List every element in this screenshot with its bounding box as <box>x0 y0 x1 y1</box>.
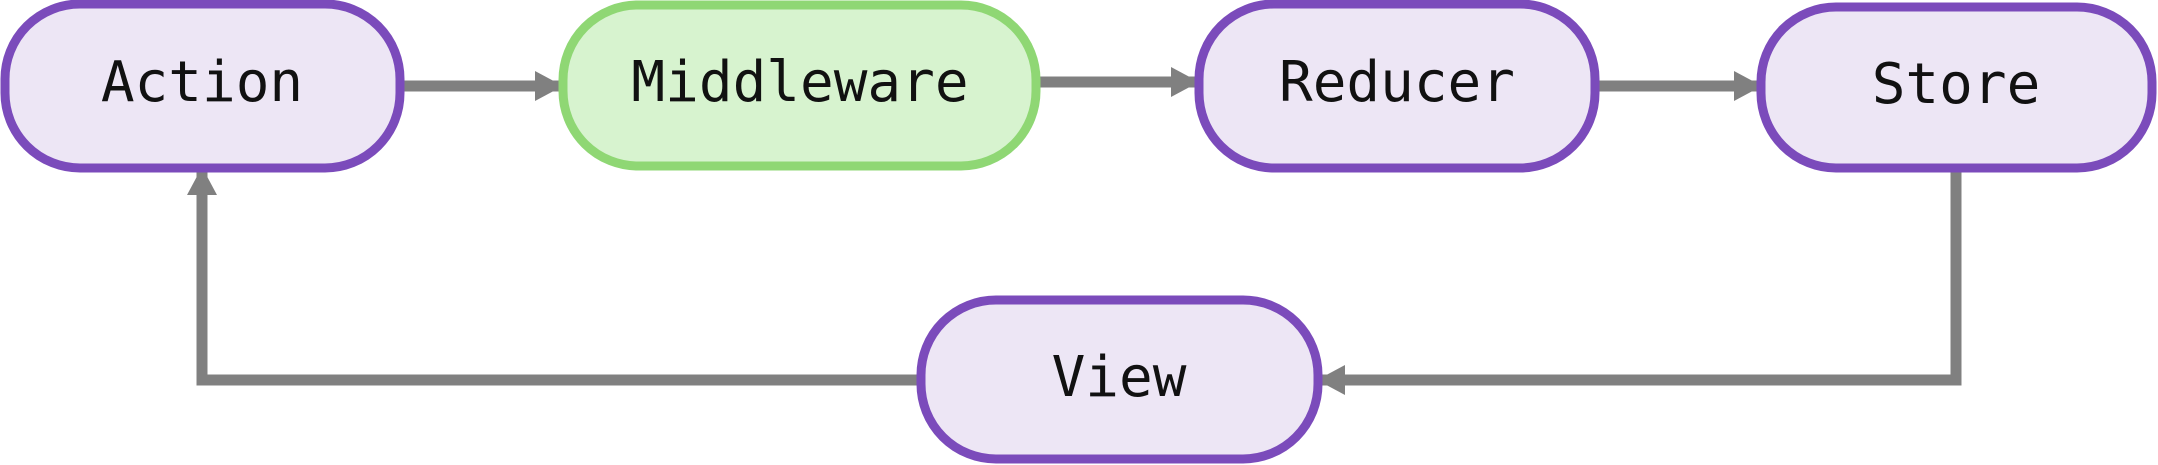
node-view-label: View <box>1052 345 1187 410</box>
node-view-box <box>916 295 1323 464</box>
node-reducer-box <box>1194 0 1600 173</box>
node-action-box <box>0 0 405 173</box>
node-view: View <box>916 295 1323 464</box>
edge-view-to-action <box>187 167 921 386</box>
node-action-label: Action <box>101 50 303 115</box>
edge-store-to-view <box>1317 168 1962 395</box>
node-reducer: Reducer <box>1194 0 1600 173</box>
node-reducer-label: Reducer <box>1279 50 1515 115</box>
node-middleware: Middleware <box>558 0 1041 171</box>
node-store: Store <box>1756 2 2157 173</box>
node-store-box <box>1756 2 2157 173</box>
node-middleware-label: Middleware <box>631 50 968 115</box>
node-middleware-box <box>558 0 1041 171</box>
node-store-label: Store <box>1872 52 2041 117</box>
node-action: Action <box>0 0 405 173</box>
